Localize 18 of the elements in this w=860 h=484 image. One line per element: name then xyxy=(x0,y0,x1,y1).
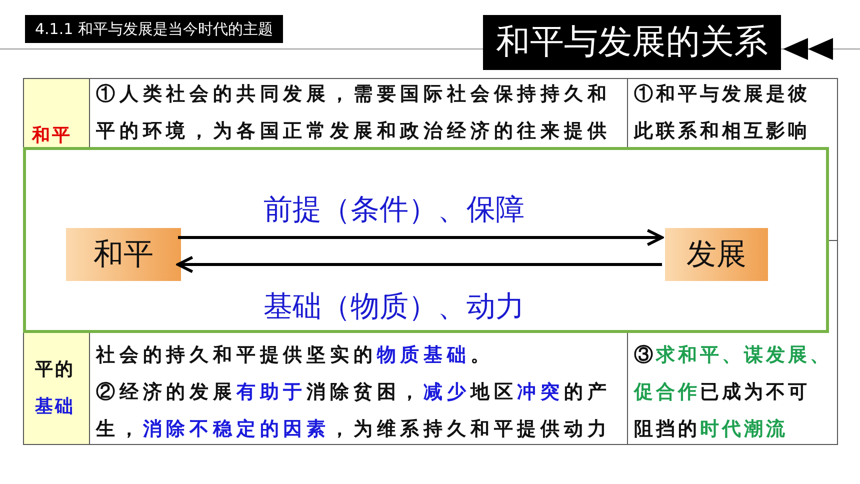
concept-box xyxy=(66,228,181,281)
cell-text: 社会的持久和平提供坚实的物质基础。 xyxy=(96,343,494,368)
cell-text: ①和平与发展是彼此联系和相互影响 xyxy=(634,82,810,144)
edge-label: 基础（物质）、动力 xyxy=(262,288,526,324)
cell-text: ③求和平、谋发展、促合作已成为不可阻挡的时代潮流 xyxy=(634,343,832,442)
concept-label: 发展 xyxy=(686,236,746,274)
cell-text: ②经济的发展有助于消除贫困，减少地区冲突的产生，消除不稳定的因素，为维系持久和平提供动力 xyxy=(96,380,611,442)
concept-box xyxy=(665,228,768,281)
arrow xyxy=(178,228,664,246)
edge-label: 前提（条件）、保障 xyxy=(262,190,526,226)
section-tag: 4.1.1 和平与发展是当今时代的主题 xyxy=(25,15,283,43)
title-banner: 和平与发展的关系 xyxy=(483,15,781,70)
cell-text: ①人类社会的共同发展，需要国际社会保持持久和平的环境，为各国正常发展和政治经济的往来提供 xyxy=(96,82,611,144)
arrow xyxy=(176,256,662,274)
cell-text: 和平 xyxy=(32,124,72,148)
cell-text: 平的基础 xyxy=(35,358,75,419)
concept-label: 和平 xyxy=(94,236,154,274)
overlay-panel xyxy=(23,147,829,333)
